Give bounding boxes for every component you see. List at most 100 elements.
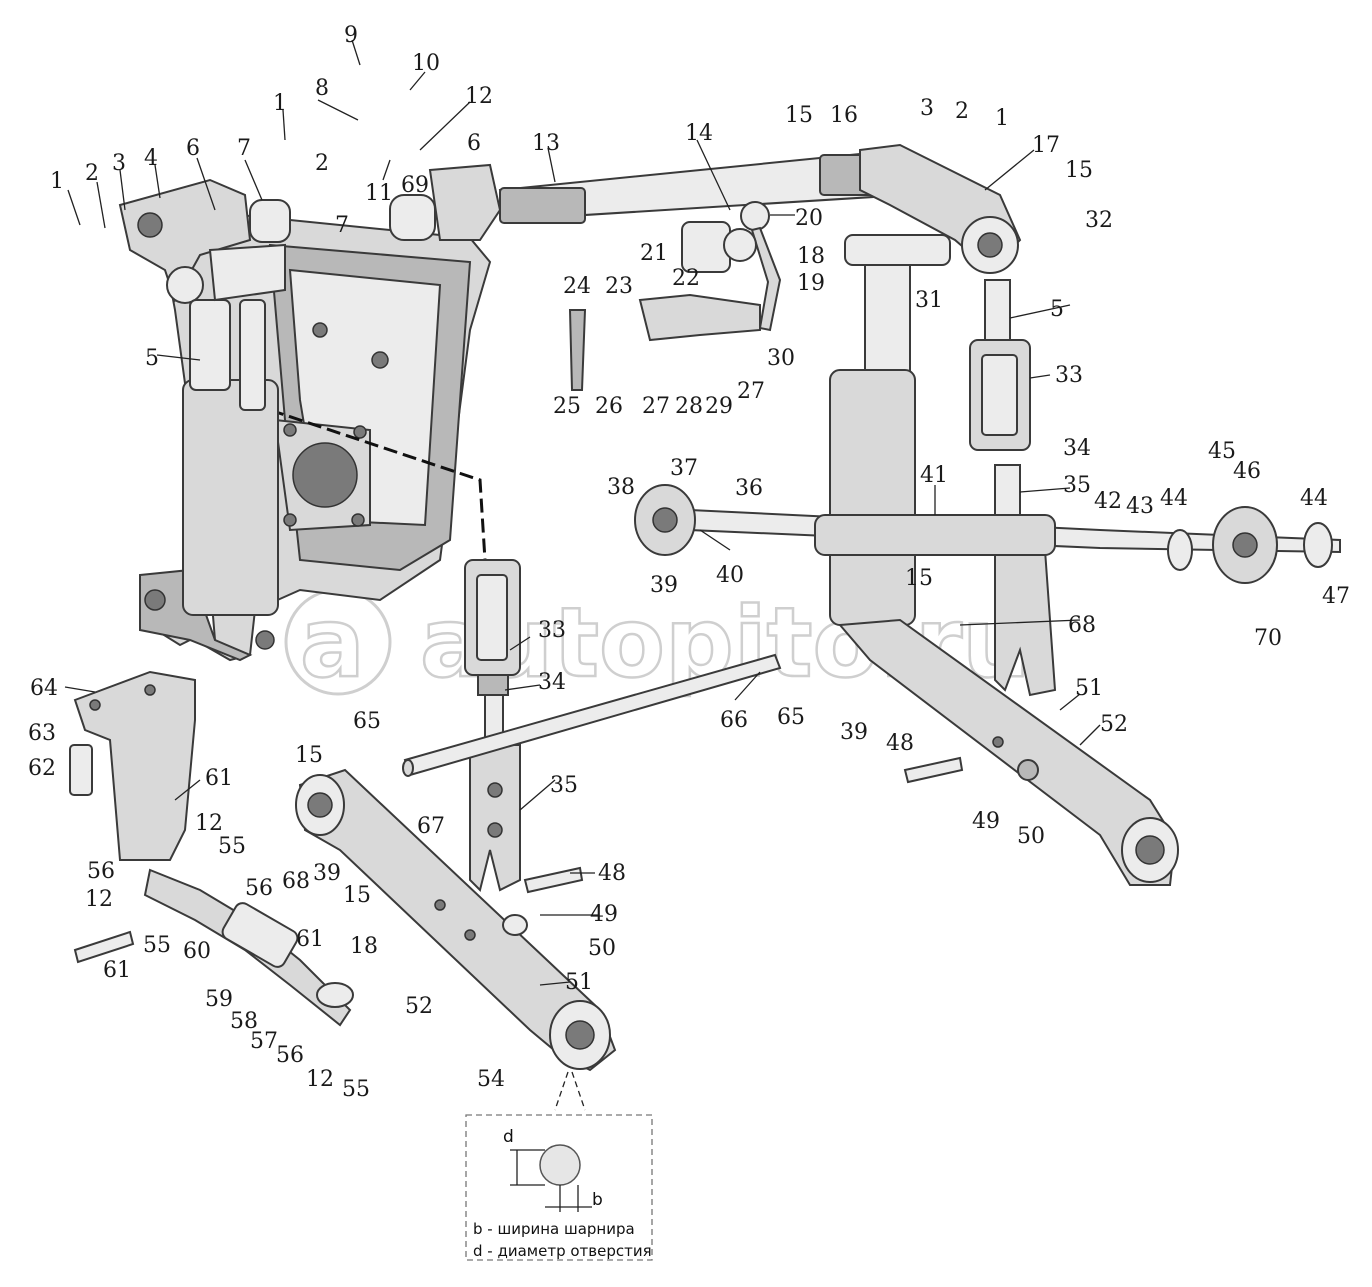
- part-label: 33: [1055, 363, 1083, 388]
- part-label: 56: [276, 1043, 304, 1068]
- part-label: 34: [538, 670, 566, 695]
- right-hydraulic-cylinder: [829, 234, 951, 626]
- part-label: 2: [85, 161, 99, 186]
- part-label: 13: [532, 131, 560, 156]
- part-label: 8: [315, 76, 329, 101]
- part-label: 9: [344, 23, 358, 48]
- part-label: 46: [1233, 459, 1261, 484]
- part-label: 4: [144, 146, 158, 171]
- left-hydraulic-cylinder: [182, 243, 286, 616]
- part-label: 39: [840, 720, 868, 745]
- part-label: 5: [1050, 297, 1064, 322]
- part-label: 10: [412, 51, 440, 76]
- part-label: 39: [313, 861, 341, 886]
- lift-shaft: [498, 148, 907, 224]
- part-label: 15: [343, 883, 371, 908]
- dimension-b: b: [592, 1190, 603, 1210]
- watermark-glyph: a: [300, 587, 365, 699]
- part-label: 49: [590, 902, 618, 927]
- left-vertical-link: [464, 559, 521, 892]
- part-label: 61: [103, 958, 131, 983]
- top-link: [634, 484, 1341, 584]
- part-label: 28: [675, 394, 703, 419]
- legend-d: d - диаметр отверстия: [473, 1242, 652, 1260]
- part-label: 63: [28, 721, 56, 746]
- part-label: 67: [417, 814, 445, 839]
- part-label: 15: [295, 743, 323, 768]
- part-label: 50: [1017, 824, 1045, 849]
- part-label: 52: [405, 994, 433, 1019]
- leader-lines: [64, 39, 1101, 986]
- part-label: 49: [972, 809, 1000, 834]
- part-label: 45: [1208, 439, 1236, 464]
- part-label: 55: [342, 1077, 370, 1102]
- part-label: 56: [87, 859, 115, 884]
- part-label: 55: [218, 834, 246, 859]
- part-label: 60: [183, 939, 211, 964]
- part-label: 11: [365, 181, 393, 206]
- part-label: 66: [720, 708, 748, 733]
- part-label: 19: [797, 271, 825, 296]
- part-label: 12: [195, 811, 223, 836]
- part-label: 42: [1094, 489, 1122, 514]
- part-label: 38: [607, 475, 635, 500]
- part-label: 18: [350, 934, 378, 959]
- part-label: 7: [237, 136, 251, 161]
- part-label: 55: [143, 933, 171, 958]
- right-lift-arm: [859, 143, 1022, 274]
- part-label: 31: [915, 288, 943, 313]
- part-label: 6: [467, 131, 481, 156]
- part-label: 25: [553, 394, 581, 419]
- part-label: 27: [737, 379, 765, 404]
- part-label: 5: [145, 346, 159, 371]
- part-label: 56: [245, 876, 273, 901]
- part-label: 26: [595, 394, 623, 419]
- part-label: 27: [642, 394, 670, 419]
- part-label: 20: [795, 206, 823, 231]
- part-label: 16: [830, 103, 858, 128]
- part-label: 44: [1300, 486, 1328, 511]
- part-label: 64: [30, 676, 58, 701]
- part-label: 65: [777, 705, 805, 730]
- part-label: 65: [353, 709, 381, 734]
- part-label: 12: [306, 1067, 334, 1092]
- part-label: 21: [640, 241, 668, 266]
- part-label: 3: [112, 151, 126, 176]
- part-label: 24: [563, 274, 591, 299]
- part-label: 68: [1068, 613, 1096, 638]
- part-label: 59: [205, 987, 233, 1012]
- part-label: 1: [995, 106, 1009, 131]
- dimension-d: d: [503, 1127, 514, 1147]
- part-label: 35: [550, 773, 578, 798]
- part-label: 29: [705, 394, 733, 419]
- part-label: 68: [282, 869, 310, 894]
- part-label: 7: [335, 213, 349, 238]
- part-label: 39: [650, 573, 678, 598]
- legend-b: b - ширина шарнира: [473, 1220, 635, 1238]
- part-label: 12: [85, 887, 113, 912]
- stabilizer-chain: [73, 868, 354, 1027]
- part-label: 48: [886, 731, 914, 756]
- part-label: 30: [767, 346, 795, 371]
- part-label: 48: [598, 861, 626, 886]
- part-label: 6: [186, 136, 200, 161]
- part-label: 15: [785, 103, 813, 128]
- part-label: 58: [230, 1009, 258, 1034]
- left-lift-arm: [118, 163, 502, 304]
- part-label: 35: [1063, 473, 1091, 498]
- part-label: 33: [538, 618, 566, 643]
- part-label: 70: [1254, 626, 1282, 651]
- part-label: 34: [1063, 436, 1091, 461]
- part-label: 3: [920, 96, 934, 121]
- part-label: 50: [588, 936, 616, 961]
- part-label: 40: [716, 563, 744, 588]
- part-label: 44: [1160, 486, 1188, 511]
- part-label: 2: [955, 99, 969, 124]
- part-label: 22: [672, 266, 700, 291]
- part-label: 41: [920, 463, 948, 488]
- detail-callout: d b b - ширина шарнира d - диаметр отвер…: [465, 1071, 653, 1261]
- part-label: 12: [465, 84, 493, 109]
- stabilizer-bracket: [69, 670, 196, 861]
- part-label: 18: [797, 244, 825, 269]
- part-label: 52: [1100, 712, 1128, 737]
